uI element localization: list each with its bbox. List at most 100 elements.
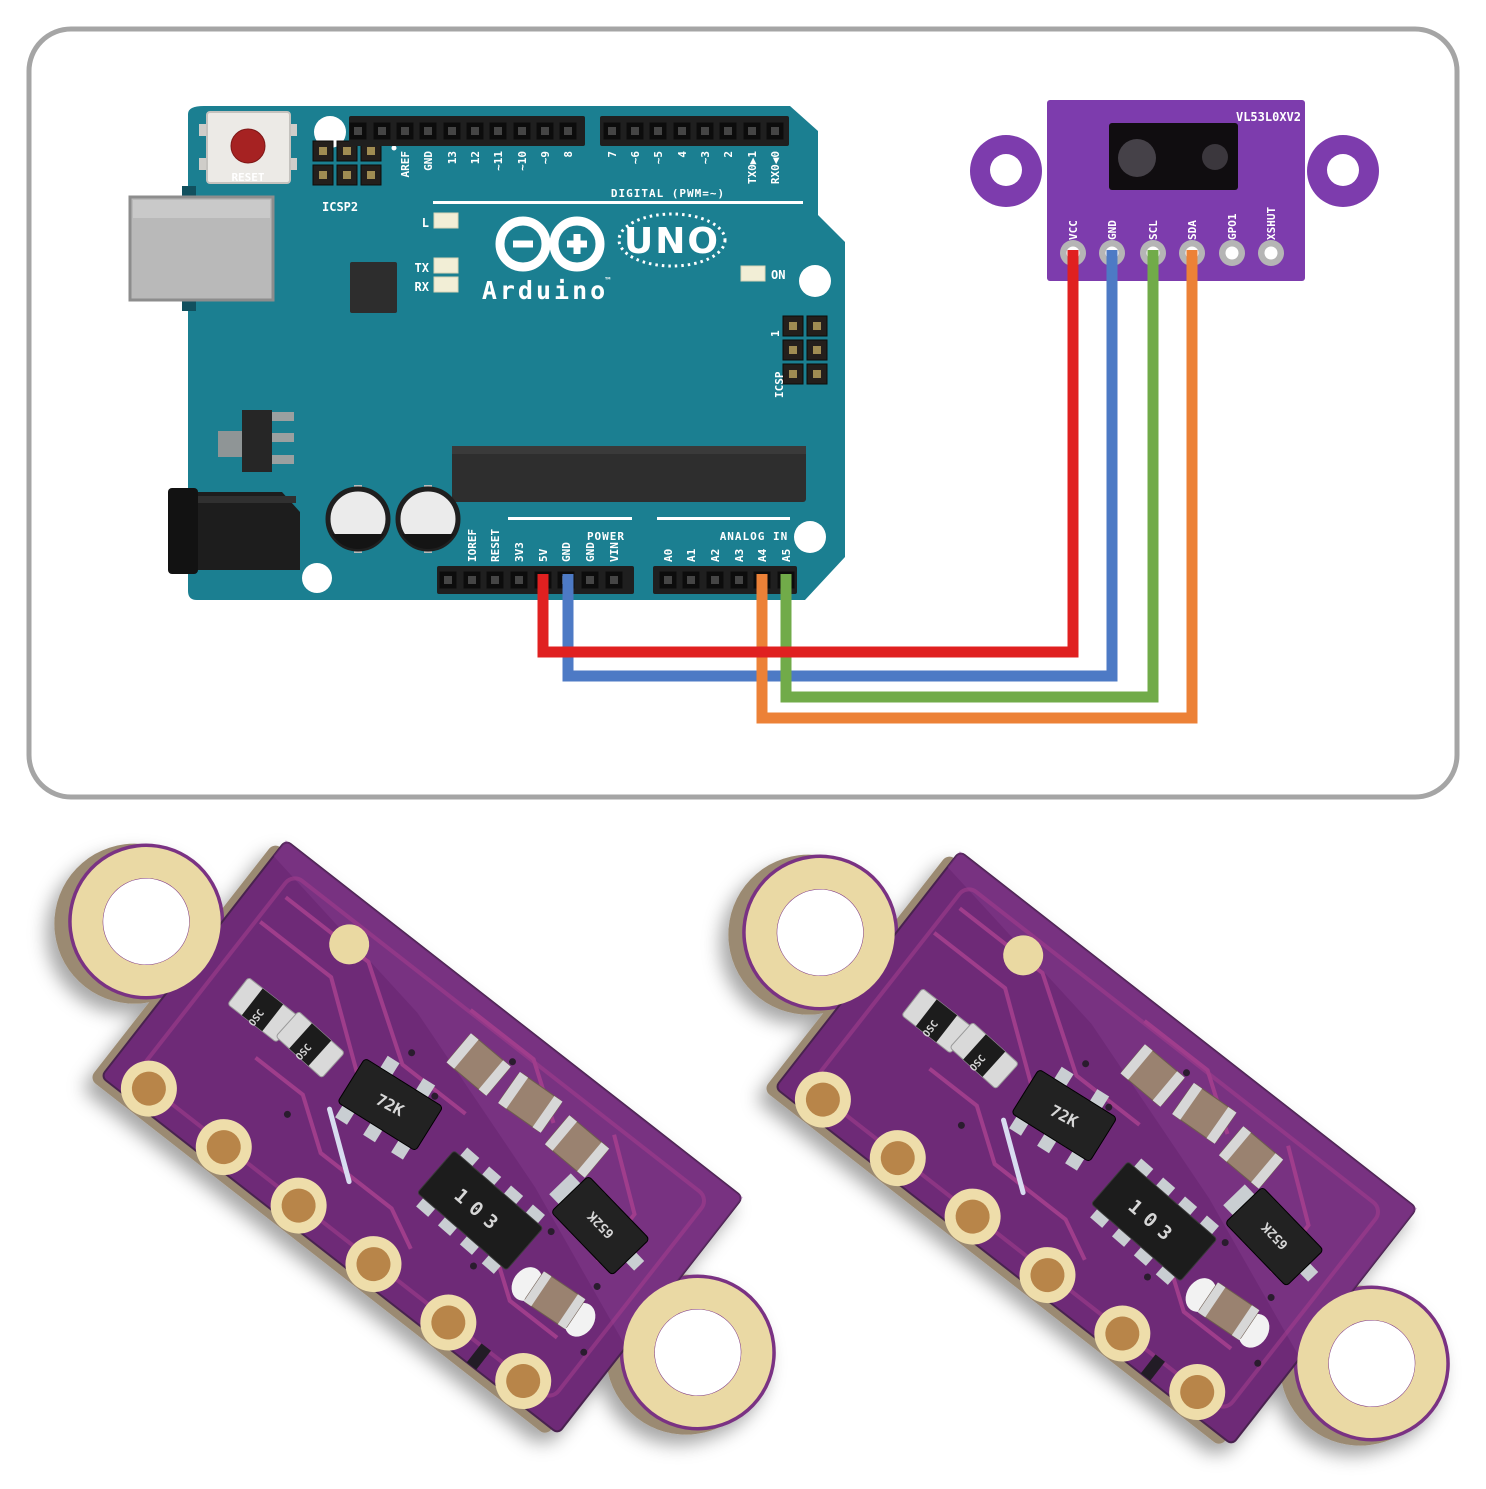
- pin-socket: [510, 571, 528, 589]
- pin-socket: [649, 122, 667, 140]
- digital-header-left: [349, 116, 585, 146]
- pin-socket: [743, 122, 761, 140]
- header-strip: [600, 116, 789, 146]
- brand-tm: ™: [604, 276, 612, 285]
- arduino-logo: UNO Arduino ™: [482, 212, 727, 305]
- pin-label: TX0▶1: [746, 151, 759, 184]
- pin-label: A3: [733, 549, 746, 562]
- voltage-regulator: [218, 410, 294, 472]
- sensor-title: VL53L0XV2: [1236, 110, 1301, 124]
- pin-socket: [419, 122, 437, 140]
- pin-socket: [682, 571, 700, 589]
- pin-socket: [603, 122, 621, 140]
- pin-label: GND: [560, 542, 573, 562]
- pin-label: SCL: [1147, 220, 1160, 240]
- pin-socket: [626, 122, 644, 140]
- pin-label: 5V: [537, 548, 550, 562]
- jack-highlight: [198, 496, 296, 503]
- pin-socket: [766, 122, 784, 140]
- wire-a4-sda: [756, 250, 1198, 724]
- header-pin: [312, 164, 334, 186]
- pin-socket: [719, 122, 737, 140]
- pin-label: GND: [1106, 220, 1119, 240]
- digital-divider: [433, 201, 803, 204]
- pin-label: A5: [780, 549, 793, 562]
- sensor-mount-hole: [1327, 154, 1359, 186]
- reset-nub: [199, 158, 207, 170]
- logo-minus: [513, 240, 533, 248]
- regulator-body: [242, 410, 272, 472]
- led-tx-label: TX: [415, 261, 430, 275]
- pin-socket: [696, 122, 714, 140]
- led-rx-label: RX: [415, 280, 430, 294]
- led-on: [740, 265, 766, 282]
- wire-a5-scl: [780, 250, 1159, 703]
- logo-plus-v: [573, 234, 581, 254]
- led-l: [433, 212, 459, 229]
- digital-pin-labels: AREF GND 13 12 ~11 ~10 ~9 8 7 ~6 ~5 4 ~3…: [399, 151, 782, 185]
- sensor-receiver-lens: [1202, 144, 1228, 170]
- reset-nub: [289, 158, 297, 170]
- header-pin: [312, 140, 334, 162]
- pin-label: A4: [756, 548, 769, 562]
- pin-label: VCC: [1067, 220, 1080, 240]
- digital-header-right: [600, 116, 789, 146]
- pin-socket: [486, 571, 504, 589]
- header-pin: [782, 363, 804, 385]
- cap-stripe: [332, 534, 384, 550]
- pin-label: 2: [722, 151, 735, 158]
- sensor-pin-labels: VCC GND SCL SDA GPO1 XSHUT: [1067, 207, 1278, 240]
- pin-label: GND: [422, 151, 435, 171]
- header-pin: [360, 164, 382, 186]
- mcu-socket: [452, 446, 806, 502]
- pin-label: AREF: [399, 151, 412, 178]
- pin-label: GND: [584, 542, 597, 562]
- reset-nub: [289, 124, 297, 136]
- capacitor: [325, 485, 391, 553]
- regulator-leg: [272, 412, 294, 421]
- pad-hole: [1264, 246, 1278, 260]
- reset-button: RESET: [199, 111, 297, 184]
- icsp-pin1-label: 1: [769, 330, 782, 337]
- jack-body: [198, 492, 300, 570]
- header-pin: [806, 339, 828, 361]
- analog-divider: [657, 517, 790, 520]
- header-pin: [782, 339, 804, 361]
- sensor-board-diagram: VL53L0XV2 VCC GND SCL SDA GPO1 XSHUT: [970, 100, 1379, 281]
- pin-label: XSHUT: [1265, 207, 1278, 240]
- pin-socket: [396, 122, 414, 140]
- pin-label: 13: [446, 151, 459, 164]
- arduino-board: RESET ICSP2: [128, 106, 845, 600]
- power-divider: [508, 517, 632, 520]
- pin-label: ~3: [699, 151, 712, 164]
- header-pin: [806, 363, 828, 385]
- model-name: UNO: [624, 221, 720, 262]
- uno-oval: [617, 212, 727, 268]
- capacitor: [395, 485, 461, 553]
- reset-label: RESET: [231, 171, 264, 184]
- pin-label: 4: [676, 151, 689, 158]
- pin-label: A0: [662, 549, 675, 562]
- pin-label: RX0◀0: [769, 151, 782, 184]
- pin-label: ~10: [516, 151, 529, 171]
- pin-socket: [349, 122, 367, 140]
- wire-5v-vcc: [537, 250, 1079, 658]
- power-header: [437, 566, 634, 594]
- pin-label: 7: [606, 151, 619, 158]
- led-rx: [433, 276, 459, 293]
- pad-hole: [1225, 246, 1239, 260]
- pin-socket: [513, 122, 531, 140]
- regulator-tab: [218, 431, 242, 457]
- pin-label: SDA: [1186, 220, 1199, 240]
- icsp2-label: ICSP2: [322, 200, 358, 214]
- jack-cap: [168, 488, 198, 574]
- pin-socket: [706, 571, 724, 589]
- led-tx: [433, 257, 459, 274]
- pin-socket: [463, 571, 481, 589]
- usb-connector: [128, 186, 275, 311]
- power-jack: [168, 488, 300, 574]
- led-on-label: ON: [771, 268, 785, 282]
- power-caption: POWER: [587, 530, 625, 543]
